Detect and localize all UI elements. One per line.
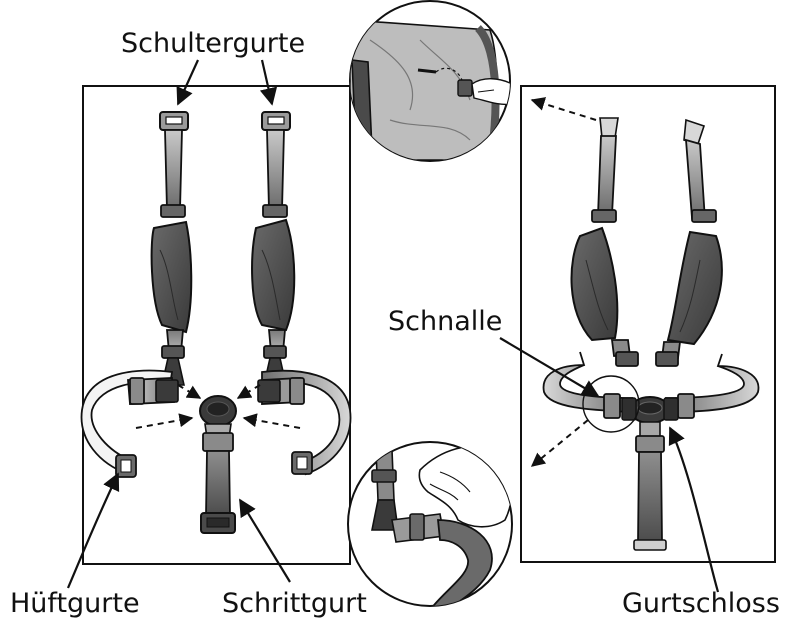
bottom-detail-circle (348, 442, 512, 610)
arrow-shoulder-right (262, 60, 272, 104)
arrow-buckle-lock (670, 428, 718, 592)
right-harness-waist-belt (544, 352, 759, 423)
right-harness-left-shoulder (571, 118, 638, 366)
left-hip-strap-right (258, 371, 351, 474)
label-shoulder-straps: Schultergurte (121, 30, 305, 57)
right-harness-crotch-strap (634, 422, 666, 550)
left-shoulder-strap-left (152, 112, 192, 385)
right-harness-right-shoulder (656, 120, 722, 366)
arrow-crotch-strap (240, 500, 290, 582)
arrow-to-bottom-detail (532, 420, 588, 466)
label-hip-straps: Hüftgurte (10, 590, 140, 617)
left-crotch-strap (200, 396, 236, 533)
arrow-to-top-detail (532, 100, 596, 120)
label-buckle-lock: Gurtschloss (622, 590, 780, 617)
label-crotch-strap: Schrittgurt (222, 590, 367, 617)
arrow-shoulder-left (178, 60, 198, 104)
top-detail-circle (350, 1, 512, 162)
arrow-hip-strap (68, 474, 118, 588)
left-shoulder-strap-right (252, 112, 294, 385)
label-buckle: Schnalle (388, 308, 502, 335)
